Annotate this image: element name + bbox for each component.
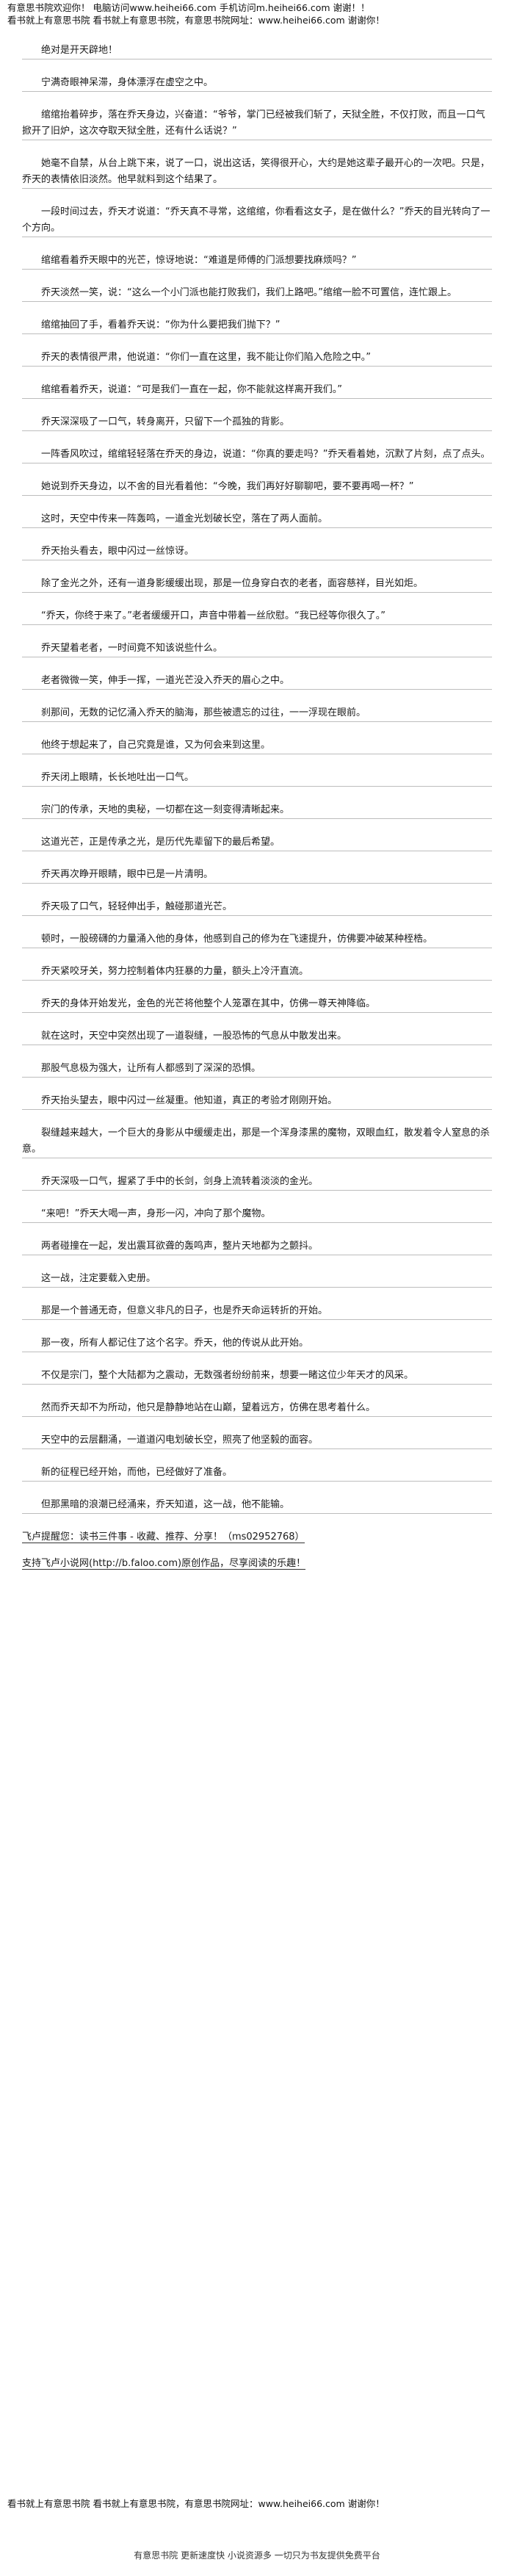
paragraph: 乔天抬头望去，眼中闪过一丝凝重。他知道，真正的考验才刚刚开始。 <box>22 1093 492 1110</box>
paragraph: 这一战，注定要载入史册。 <box>22 1271 492 1288</box>
paragraph: 新的征程已经开始，而他，已经做好了准备。 <box>22 1465 492 1482</box>
paragraph: 一阵香风吹过，绾绾轻轻落在乔天的身边，说道：“你真的要走吗？”乔天看着她，沉默了… <box>22 447 492 463</box>
paragraph: 老者微微一笑，伸手一挥，一道光芒没入乔天的眉心之中。 <box>22 673 492 690</box>
paragraph: 两者碰撞在一起，发出震耳欲聋的轰鸣声，整片天地都为之颤抖。 <box>22 1238 492 1255</box>
paragraph: 不仅是宗门，整个大陆都为之震动，无数强者纷纷前来，想要一睹这位少年天才的风采。 <box>22 1368 492 1385</box>
paragraph: 一段时间过去，乔天才说道：“乔天真不寻常，这绾绾，你看看这女子，是在做什么？”乔… <box>22 204 492 237</box>
paragraph: 乔天的表情很严肃，他说道：“你们一直在这里，我不能让你们陷入危险之中。” <box>22 350 492 367</box>
reader-reminder: 飞卢提醒您：读书三件事 - 收藏、推荐、分享！（ms02952768） <box>22 1529 492 1545</box>
paragraph: 但那黑暗的浪潮已经涌来，乔天知道，这一战，他不能输。 <box>22 1497 492 1514</box>
paragraph: 天空中的云层翻涌，一道道闪电划破长空，照亮了他坚毅的面容。 <box>22 1432 492 1449</box>
paragraph: 顿时，一股磅礴的力量涌入他的身体，他感到自己的修为在飞速提升，仿佛要冲破某种桎梏… <box>22 931 492 948</box>
paragraph: 乔天的身体开始发光，金色的光芒将他整个人笼罩在其中，仿佛一尊天神降临。 <box>22 996 492 1013</box>
bottom-banner-line: 看书就上有意思书院 看书就上有意思书院，有意思书院网址：www.heihei66… <box>7 2498 385 2509</box>
paragraph: 绾绾看着乔天眼中的光芒，惊讶地说：“难道是师傅的门派想要找麻烦吗？” <box>22 253 492 270</box>
paragraph: 除了金光之外，还有一道身影缓缓出现，那是一位身穿白衣的老者，面容慈祥，目光如炬。 <box>22 576 492 593</box>
paragraph: 裂缝越来越大，一个巨大的身影从中缓缓走出，那是一个浑身漆黑的魔物，双眼血红，散发… <box>22 1125 492 1158</box>
paragraph: 绾绾看着乔天，说道：“可是我们一直在一起，你不能就这样离开我们。” <box>22 382 492 399</box>
paragraph: 那是一个普通无奇，但意义非凡的日子，也是乔天命运转折的开始。 <box>22 1303 492 1320</box>
paragraph: 乔天吸了口气，轻轻伸出手，触碰那道光芒。 <box>22 899 492 916</box>
paragraph: 宗门的传承，天地的奥秘，一切都在这一刻变得清晰起来。 <box>22 802 492 819</box>
paragraph: 乔天淡然一笑，说：“这么一个小门派也能打败我们，我们上路吧。”绾绾一脸不可置信，… <box>22 285 492 302</box>
paragraph: 然而乔天却不为所动，他只是静静地站在山巅，望着远方，仿佛在思考着什么。 <box>22 1400 492 1417</box>
paragraph: 宁满奇眼神呆滞，身体漂浮在虚空之中。 <box>22 75 492 92</box>
banner-line-1: 有意思书院欢迎你！ 电脑访问www.heihei66.com 手机访问m.hei… <box>7 2 370 13</box>
site-banner: 有意思书院欢迎你！ 电脑访问www.heihei66.com 手机访问m.hei… <box>0 0 514 34</box>
paragraph: 这时，天空中传来一阵轰鸣，一道金光划破长空，落在了两人面前。 <box>22 511 492 528</box>
paragraph: 乔天深吸一口气，握紧了手中的长剑，剑身上流转着淡淡的金光。 <box>22 1174 492 1191</box>
paragraph: 那股气息极为强大，让所有人都感到了深深的恐惧。 <box>22 1061 492 1078</box>
paragraph: 乔天望着老者，一时间竟不知该说些什么。 <box>22 641 492 657</box>
paragraph: 绾绾抽回了手，看着乔天说：“你为什么要把我们抛下？” <box>22 317 492 334</box>
paragraph: 乔天深深吸了一口气，转身离开，只留下一个孤独的背影。 <box>22 414 492 431</box>
paragraph: 这道光芒，正是传承之光，是历代先辈留下的最后希望。 <box>22 834 492 851</box>
paragraph: “乔天，你终于来了。”老者缓缓开口，声音中带着一丝欣慰。“我已经等你很久了。” <box>22 608 492 625</box>
paragraph: 刹那间，无数的记忆涌入乔天的脑海，那些被遗忘的过往，一一浮现在眼前。 <box>22 705 492 722</box>
chapter-body: 绝对是开天辟地！ 宁满奇眼神呆滞，身体漂浮在虚空之中。绾绾抬着碎步，落在乔天身边，… <box>22 43 492 1582</box>
paragraph: 她说到乔天身边，以不舍的目光看着他：“今晚，我们再好好聊聊吧，要不要再喝一杯？” <box>22 479 492 496</box>
paragraph: 乔天闭上眼睛，长长地吐出一口气。 <box>22 770 492 787</box>
support-link-text[interactable]: 支持飞卢小说网(http://b.faloo.com)原创作品，尽享阅读的乐趣！ <box>22 1558 306 1570</box>
paragraph: 乔天紧咬牙关，努力控制着体内狂暴的力量，额头上冷汗直流。 <box>22 964 492 981</box>
paragraph: 绾绾抬着碎步，落在乔天身边，兴奋道：“爷爷，掌门已经被我们斩了，天狱全胜，不仅打… <box>22 107 492 140</box>
paragraph: 绝对是开天辟地！ <box>22 43 492 59</box>
banner-line-2: 看书就上有意思书院 看书就上有意思书院，有意思书院网址：www.heihei66… <box>7 15 385 26</box>
paragraph: 他终于想起来了，自己究竟是谁，又为何会来到这里。 <box>22 737 492 754</box>
paragraph: 她毫不自禁，从台上跳下来，说了一口，说出这话，笑得很开心，大约是她这辈子最开心的… <box>22 156 492 189</box>
paragraph: 乔天抬头看去，眼中闪过一丝惊讶。 <box>22 544 492 560</box>
bottom-banner: 看书就上有意思书院 看书就上有意思书院，有意思书院网址：www.heihei66… <box>0 2497 514 2511</box>
paragraph: 乔天再次睁开眼睛，眼中已是一片清明。 <box>22 867 492 884</box>
paragraph: 就在这时，天空中突然出现了一道裂缝，一股恐怖的气息从中散发出来。 <box>22 1028 492 1045</box>
paragraph: “来吧！”乔天大喝一声，身形一闪，冲向了那个魔物。 <box>22 1206 492 1223</box>
paragraph: 那一夜，所有人都记住了这个名字。乔天，他的传说从此开始。 <box>22 1335 492 1352</box>
footer-note: 有意思书院 更新速度快 小说资源多 一切只为书友提供免费平台 <box>134 2550 380 2561</box>
reader-reminder-text: 飞卢提醒您：读书三件事 - 收藏、推荐、分享！（ms02952768） <box>22 1531 305 1543</box>
support-link-line[interactable]: 支持飞卢小说网(http://b.faloo.com)原创作品，尽享阅读的乐趣！ <box>22 1556 492 1572</box>
